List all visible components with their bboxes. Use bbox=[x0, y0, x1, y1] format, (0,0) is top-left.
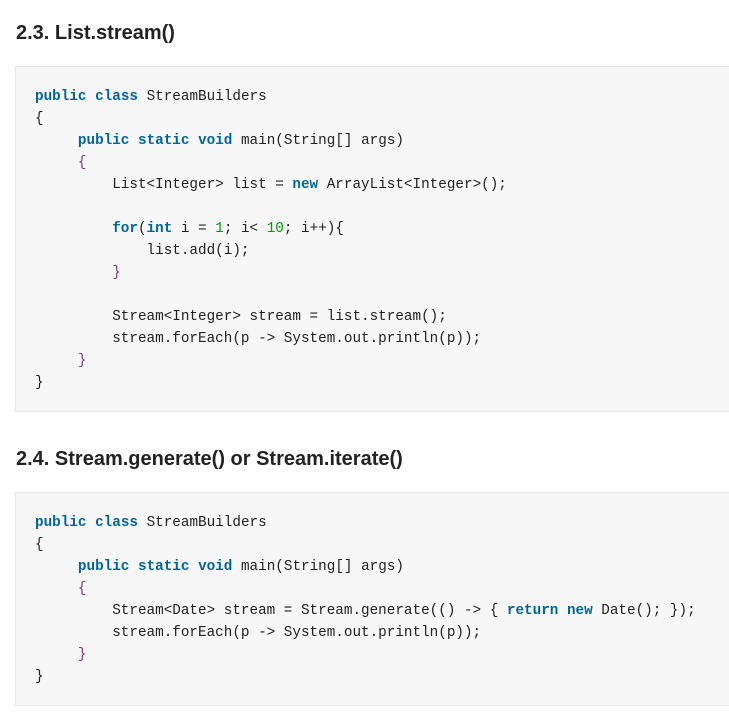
code-line: Stream<Date> stream = Stream.generate(()… bbox=[35, 603, 696, 619]
code-text: stream.forEach(p -> System.out.println(p… bbox=[35, 331, 482, 347]
code-block-stream-generate: public class StreamBuilders { public sta… bbox=[15, 492, 729, 706]
code-text: stream.forEach(p -> System.out.println(p… bbox=[35, 625, 482, 641]
code-text bbox=[35, 265, 112, 281]
code-line: List<Integer> list = new ArrayList<Integ… bbox=[35, 177, 507, 193]
code-text bbox=[35, 559, 78, 575]
code-text: Stream<Integer> stream = list.stream(); bbox=[35, 309, 447, 325]
code-keyword: static bbox=[137, 133, 190, 149]
code-text: List<Integer> list = bbox=[35, 177, 293, 193]
code-text bbox=[35, 353, 78, 369]
code-text: { bbox=[35, 111, 44, 127]
code-brace: } bbox=[77, 353, 87, 369]
code-line: { bbox=[35, 111, 44, 127]
code-line: } bbox=[35, 647, 87, 663]
code-text bbox=[86, 89, 95, 105]
code-line: public class StreamBuilders bbox=[35, 89, 267, 105]
code-text: Stream<Date> stream = Stream.generate(()… bbox=[35, 603, 507, 619]
code-text: } bbox=[35, 375, 44, 391]
code-keyword: for bbox=[112, 221, 138, 237]
code-keyword: class bbox=[95, 89, 138, 105]
code-text bbox=[35, 155, 78, 171]
code-text bbox=[86, 515, 95, 531]
code-text bbox=[35, 133, 78, 149]
code-text: Date(); }); bbox=[592, 603, 696, 619]
code-text: { bbox=[35, 537, 44, 553]
code-line: } bbox=[35, 375, 44, 391]
code-line: Stream<Integer> stream = list.stream(); bbox=[35, 309, 447, 325]
code-line: for(int i = 1; i< 10; i++){ bbox=[35, 221, 344, 237]
code-keyword: public bbox=[77, 133, 130, 149]
code-line: { bbox=[35, 155, 87, 171]
code-line: { bbox=[35, 537, 44, 553]
code-text bbox=[129, 133, 138, 149]
code-text: } bbox=[35, 669, 44, 685]
code-text bbox=[558, 603, 567, 619]
code-line: } bbox=[35, 353, 87, 369]
code-line: } bbox=[35, 265, 121, 281]
code-block-list-stream: public class StreamBuilders { public sta… bbox=[15, 66, 729, 412]
code-text bbox=[189, 133, 198, 149]
code-keyword: return bbox=[506, 603, 559, 619]
code: public class StreamBuilders { public sta… bbox=[16, 493, 729, 688]
code-text bbox=[35, 581, 78, 597]
code-line: { bbox=[35, 581, 87, 597]
code-line: public static void main(String[] args) bbox=[35, 559, 404, 575]
code-text: list.add(i); bbox=[35, 243, 250, 259]
code-text bbox=[129, 559, 138, 575]
code-keyword: int bbox=[146, 221, 173, 237]
code-line: stream.forEach(p -> System.out.println(p… bbox=[35, 625, 481, 641]
code-brace: { bbox=[77, 155, 87, 171]
code-brace: } bbox=[77, 647, 87, 663]
code-text: i = bbox=[172, 221, 216, 237]
code-brace: } bbox=[112, 265, 121, 281]
code-keyword: void bbox=[198, 133, 233, 149]
code-text: main(String[] args) bbox=[232, 559, 404, 575]
code-text: ( bbox=[137, 221, 147, 237]
code-text bbox=[189, 559, 198, 575]
code-number: 10 bbox=[266, 221, 284, 237]
section-heading-list-stream: 2.3. List.stream() bbox=[16, 22, 175, 44]
section-heading-stream-generate: 2.4. Stream.generate() or Stream.iterate… bbox=[16, 448, 403, 470]
code: public class StreamBuilders { public sta… bbox=[16, 67, 729, 394]
code-number: 1 bbox=[215, 221, 224, 237]
code-line: stream.forEach(p -> System.out.println(p… bbox=[35, 331, 481, 347]
code-text: ; i++){ bbox=[283, 221, 344, 237]
code-line: public class StreamBuilders bbox=[35, 515, 267, 531]
code-text: main(String[] args) bbox=[232, 133, 404, 149]
code-text: ArrayList<Integer>(); bbox=[318, 177, 507, 193]
code-line: list.add(i); bbox=[35, 243, 250, 259]
code-line: public static void main(String[] args) bbox=[35, 133, 404, 149]
code-text: StreamBuilders bbox=[137, 515, 267, 531]
code-text: ; i< bbox=[223, 221, 267, 237]
code-keyword: class bbox=[95, 515, 138, 531]
code-keyword: new bbox=[566, 603, 593, 619]
code-brace: { bbox=[77, 581, 87, 597]
code-text bbox=[35, 221, 112, 237]
code-text: StreamBuilders bbox=[137, 89, 267, 105]
code-keyword: public bbox=[77, 559, 130, 575]
code-keyword: void bbox=[198, 559, 233, 575]
code-text bbox=[35, 647, 78, 663]
code-keyword: static bbox=[137, 559, 190, 575]
code-line: } bbox=[35, 669, 44, 685]
code-keyword: new bbox=[292, 177, 319, 193]
code-keyword: public bbox=[35, 89, 87, 105]
code-keyword: public bbox=[35, 515, 87, 531]
